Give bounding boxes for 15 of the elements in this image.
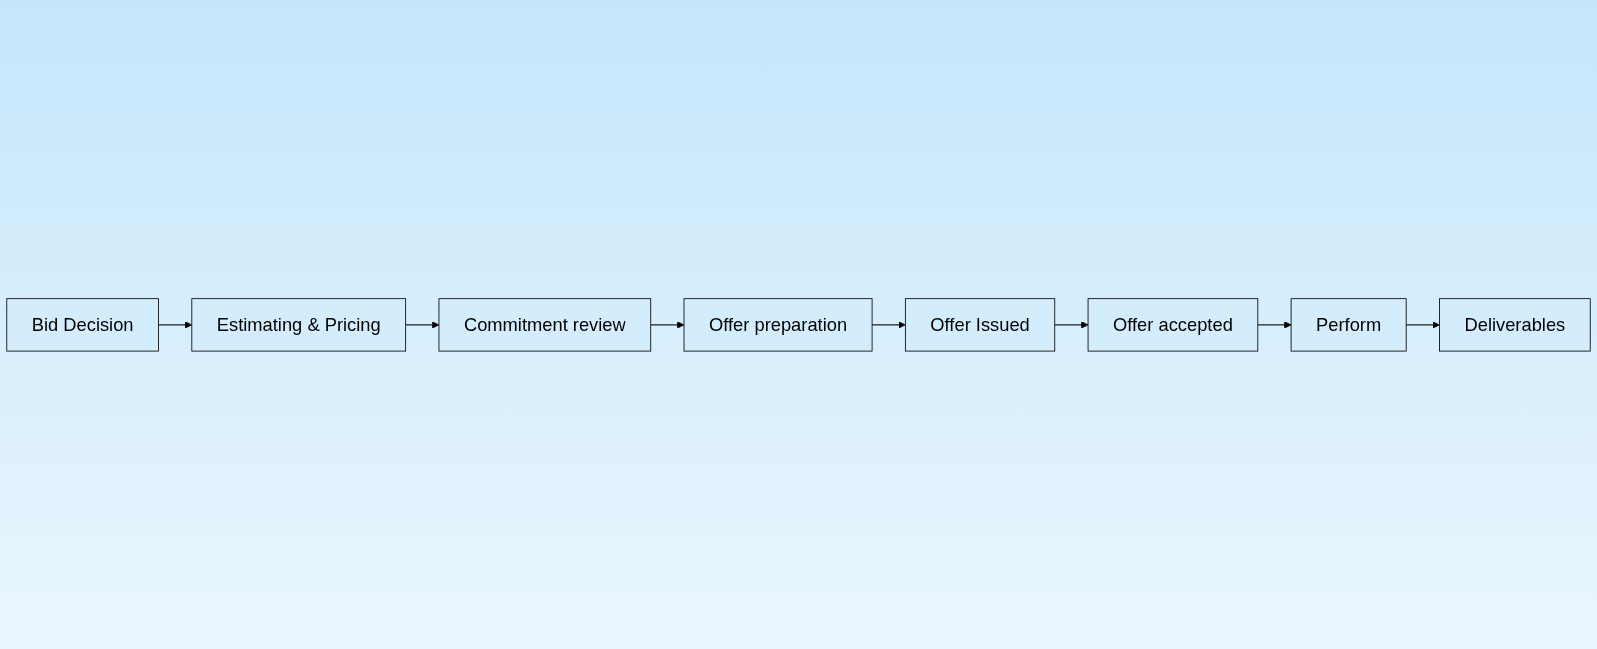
- arrow: [1405, 320, 1440, 329]
- arrow: [405, 320, 440, 329]
- node-box: Deliverables: [1439, 297, 1591, 352]
- node-box: Offer accepted: [1087, 297, 1259, 352]
- node-box: Commitment review: [438, 297, 652, 352]
- node-box: Bid Decision: [6, 297, 159, 352]
- node-box: Estimating & Pricing: [191, 297, 407, 352]
- node-box: Perform: [1290, 297, 1407, 352]
- arrow: [650, 320, 685, 329]
- arrow: [1054, 320, 1089, 329]
- node-box: Offer Issued: [904, 297, 1056, 352]
- arrow: [1257, 320, 1292, 329]
- arrow: [871, 320, 906, 329]
- arrow: [158, 320, 193, 329]
- node-box: Offer preparation: [683, 297, 873, 352]
